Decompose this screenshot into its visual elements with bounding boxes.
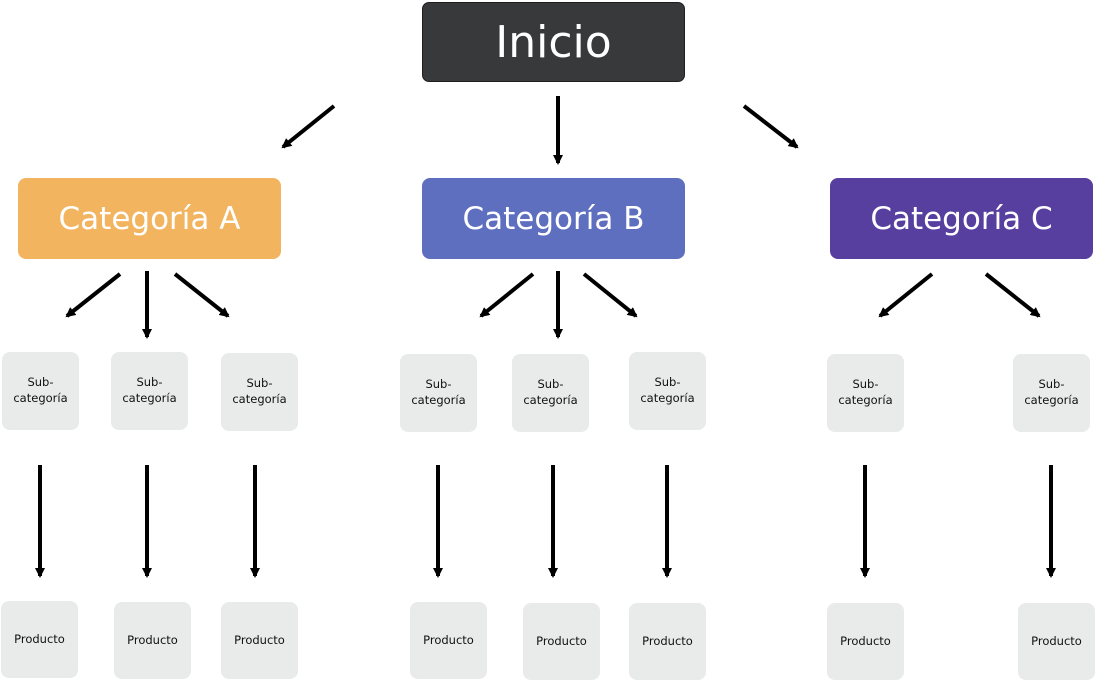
category-a-label: Categoría A <box>58 200 241 237</box>
arrow-cat-b-to-sub-1 <box>479 272 535 318</box>
subcategory-label: Sub- categoría <box>838 377 893 407</box>
subcategory-label: Sub- categoría <box>523 377 578 407</box>
product-a1-node[interactable]: Producto <box>1 601 78 678</box>
subcategory-label: Sub- categoría <box>232 376 287 406</box>
product-label: Producto <box>127 632 178 647</box>
subcategory-label: Sub- categoría <box>411 377 466 407</box>
product-label: Producto <box>642 633 693 648</box>
product-a2-node[interactable]: Producto <box>114 602 191 679</box>
subcategory-b2-node[interactable]: Sub- categoría <box>512 354 589 432</box>
category-c-node[interactable]: Categoría C <box>830 178 1093 259</box>
product-b3-node[interactable]: Producto <box>629 603 706 680</box>
category-a-node[interactable]: Categoría A <box>18 178 281 259</box>
subcategory-label: Sub- categoría <box>640 375 695 405</box>
arrow-root-to-cat-c <box>742 104 799 149</box>
subcategory-a1-node[interactable]: Sub- categoría <box>2 352 79 430</box>
product-label: Producto <box>1031 633 1082 648</box>
product-b2-node[interactable]: Producto <box>523 603 600 680</box>
subcategory-b1-node[interactable]: Sub- categoría <box>400 354 477 432</box>
product-label: Producto <box>234 632 285 647</box>
subcategory-label: Sub- categoría <box>1024 377 1079 407</box>
subcategory-label: Sub- categoría <box>122 375 177 405</box>
subcategory-a2-node[interactable]: Sub- categoría <box>111 352 188 430</box>
product-label: Producto <box>840 633 891 648</box>
category-b-node[interactable]: Categoría B <box>422 178 685 259</box>
subcategory-c2-node[interactable]: Sub- categoría <box>1013 354 1090 432</box>
product-c2-node[interactable]: Producto <box>1018 603 1095 680</box>
category-b-label: Categoría B <box>462 200 645 237</box>
product-a3-node[interactable]: Producto <box>221 602 298 679</box>
product-label: Producto <box>14 631 65 646</box>
category-c-label: Categoría C <box>870 200 1053 237</box>
subcategory-a3-node[interactable]: Sub- categoría <box>221 353 298 431</box>
product-label: Producto <box>536 633 587 648</box>
arrow-cat-a-to-sub-1 <box>65 272 122 318</box>
product-b1-node[interactable]: Producto <box>410 602 487 679</box>
product-c1-node[interactable]: Producto <box>827 603 904 680</box>
arrow-cat-c-to-sub-1 <box>878 272 934 318</box>
subcategory-label: Sub- categoría <box>13 375 68 405</box>
root-node[interactable]: Inicio <box>422 2 685 82</box>
arrow-root-to-cat-a <box>281 104 336 149</box>
arrow-cat-c-to-sub-2 <box>984 272 1041 318</box>
arrow-cat-b-to-sub-3 <box>582 272 638 318</box>
subcategory-c1-node[interactable]: Sub- categoría <box>827 354 904 432</box>
root-label: Inicio <box>495 16 612 68</box>
arrow-cat-a-to-sub-3 <box>173 272 230 318</box>
product-label: Producto <box>423 632 474 647</box>
subcategory-b3-node[interactable]: Sub- categoría <box>629 352 706 430</box>
